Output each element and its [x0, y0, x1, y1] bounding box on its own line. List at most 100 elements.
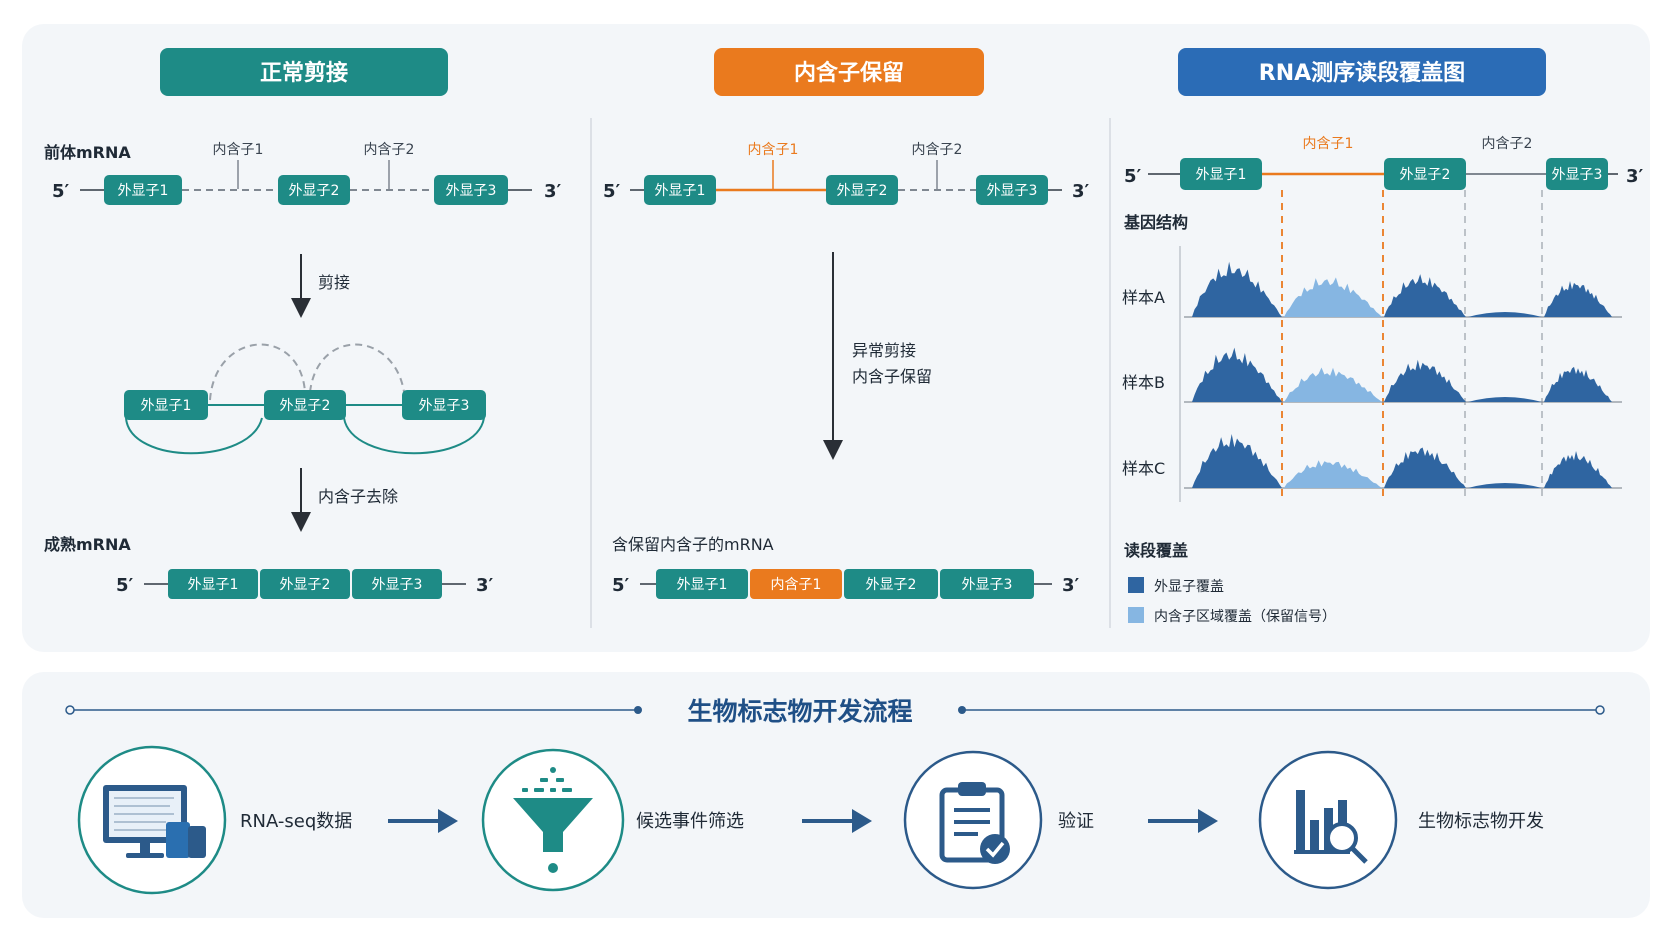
pre-mrna-exon2: 外显子2	[278, 175, 350, 205]
workflow-title: 生物标志物开发流程	[687, 697, 912, 726]
lariat-curve-2	[343, 417, 485, 455]
ir-exon1-text: 外显子1	[655, 183, 706, 199]
coverage-flat-profile-s3-4	[1468, 483, 1542, 488]
coverage-flat-profile-s1-4	[1468, 312, 1542, 317]
mature-exon1: 外显子1	[168, 569, 258, 599]
pre-mrna-exon3-text: 外显子3	[446, 183, 497, 199]
coverage-exon-profile-s1-1	[1192, 261, 1282, 317]
ir-exon3-text: 外显子3	[987, 183, 1038, 199]
splicing-exon2: 外显子2	[264, 390, 346, 420]
pre-mrna-intron1-label: 内含子1	[213, 142, 264, 158]
retained-exon3: 外显子3	[940, 569, 1034, 599]
workflow-step-biomarker: 生物标志物开发	[1258, 750, 1544, 890]
cov-exon1: 外显子1	[1180, 158, 1262, 190]
cov-three-prime: 3′	[1626, 166, 1644, 187]
ir-intron1-label: 内含子1	[748, 142, 799, 158]
retained-exon2-text: 外显子2	[866, 577, 917, 593]
cov-intron1-label: 内含子1	[1303, 136, 1354, 152]
coverage-section: 内含子1 内含子2 5′ 3′ 外显子1 外显子2 外显子3 基因结构	[1122, 136, 1644, 625]
ir-exon2: 外显子2	[826, 175, 898, 205]
ir-intron2-label: 内含子2	[912, 142, 963, 158]
sample-a-label: 样本A	[1122, 288, 1165, 307]
computer-data-icon	[103, 785, 206, 858]
coverage-exon-profile-s2-5	[1544, 366, 1612, 402]
pre-mrna-label: 前体mRNA	[44, 143, 131, 162]
coverage-exon-profile-s3-3	[1384, 447, 1466, 488]
retained-exon1-text: 外显子1	[677, 577, 728, 593]
splicing-exon2-text: 外显子2	[280, 398, 331, 414]
workflow-section: 生物标志物开发流程 RNA-seq数据	[65, 697, 1605, 895]
header-intron-retention-text: 内含子保留	[794, 60, 904, 86]
workflow-step-4-label: 生物标志物开发	[1418, 811, 1544, 832]
header-coverage-text: RNA测序读段覆盖图	[1259, 60, 1465, 86]
pre-mrna-exon3: 外显子3	[434, 175, 508, 205]
workflow-step-3-label: 验证	[1058, 811, 1094, 832]
retained-intron-text: 内含子1	[771, 577, 822, 593]
mature-exon1-text: 外显子1	[188, 577, 239, 593]
mature-exon2-text: 外显子2	[280, 577, 331, 593]
header-normal-splicing-text: 正常剪接	[260, 60, 348, 86]
workflow-step-1-label: RNA-seq数据	[240, 811, 352, 832]
pre-mrna-exon1: 外显子1	[104, 175, 182, 205]
cov-exon3-text: 外显子3	[1552, 167, 1603, 183]
coverage-exon-profile-s3-1	[1192, 434, 1282, 488]
legend-title: 读段覆盖	[1124, 541, 1188, 560]
gene-structure-label: 基因结构	[1123, 213, 1188, 232]
workflow-step-screening: 候选事件筛选	[481, 748, 744, 892]
sample-b-label: 样本B	[1122, 373, 1165, 392]
splicing-step-label: 剪接	[318, 273, 350, 292]
cov-intron2-label: 内含子2	[1482, 136, 1533, 152]
coverage-exon-profile-s2-3	[1384, 359, 1466, 402]
ir-five-prime: 5′	[603, 181, 621, 202]
lariat-curve-1	[125, 417, 263, 455]
cov-five-prime: 5′	[1124, 166, 1142, 187]
intron-retention-label: 内含子保留	[852, 367, 932, 386]
mature-exon2: 外显子2	[260, 569, 350, 599]
mature-five-prime: 5′	[116, 575, 134, 596]
workflow-step-rna-seq: RNA-seq数据	[77, 745, 352, 895]
ir-exon1: 外显子1	[644, 175, 716, 205]
header-coverage: RNA测序读段覆盖图	[1178, 48, 1546, 96]
mature-exon3: 外显子3	[352, 569, 442, 599]
splicing-exon1-text: 外显子1	[141, 398, 192, 414]
cov-exon2: 外显子2	[1384, 158, 1466, 190]
splicing-exon3-text: 外显子3	[419, 398, 470, 414]
coverage-intron-profile-s3-2	[1284, 460, 1382, 488]
intron-retention-section: 内含子1 内含子2 5′ 3′ 外显子1 外显子2 外显子3	[603, 142, 1090, 599]
retained-intron-block: 内含子1	[750, 569, 842, 599]
ir-exon3: 外显子3	[976, 175, 1048, 205]
aberrant-splicing-label: 异常剪接	[852, 341, 916, 360]
coverage-intron-profile-s2-2	[1284, 367, 1382, 402]
pre-mrna-five-prime: 5′	[52, 181, 70, 202]
mature-three-prime: 3′	[476, 575, 494, 596]
legend-exon-label: 外显子覆盖	[1154, 579, 1224, 595]
bar-chart-magnifier-icon	[1294, 790, 1368, 864]
coverage-intron-profile-s1-2	[1284, 277, 1382, 317]
pre-mrna-intron2-label: 内含子2	[364, 142, 415, 158]
legend-exon-swatch	[1128, 577, 1144, 593]
retained-five-prime: 5′	[612, 575, 630, 596]
splice-loop-2	[309, 343, 406, 401]
legend-intron-label: 内含子区域覆盖（保留信号）	[1154, 609, 1336, 625]
retained-exon2: 外显子2	[844, 569, 938, 599]
splicing-exon1: 外显子1	[124, 390, 208, 420]
cov-exon2-text: 外显子2	[1400, 167, 1451, 183]
mature-mrna-label: 成熟mRNA	[44, 535, 131, 554]
mature-exon3-text: 外显子3	[372, 577, 423, 593]
coverage-exon-profile-s1-3	[1384, 274, 1466, 317]
coverage-exon-profile-s2-1	[1192, 347, 1282, 402]
splice-loop-1	[209, 343, 306, 401]
retained-three-prime: 3′	[1062, 575, 1080, 596]
header-intron-retention: 内含子保留	[714, 48, 984, 96]
pre-mrna-three-prime: 3′	[544, 181, 562, 202]
coverage-flat-profile-s2-4	[1468, 397, 1542, 402]
coverage-tracks	[1184, 261, 1622, 489]
pre-mrna-exon2-text: 外显子2	[289, 183, 340, 199]
coverage-exon-profile-s1-5	[1544, 281, 1612, 317]
retained-mrna-label: 含保留内含子的mRNA	[612, 535, 774, 554]
funnel-icon	[513, 767, 593, 873]
retained-exon1: 外显子1	[656, 569, 748, 599]
workflow-step-2-label: 候选事件筛选	[636, 811, 744, 832]
